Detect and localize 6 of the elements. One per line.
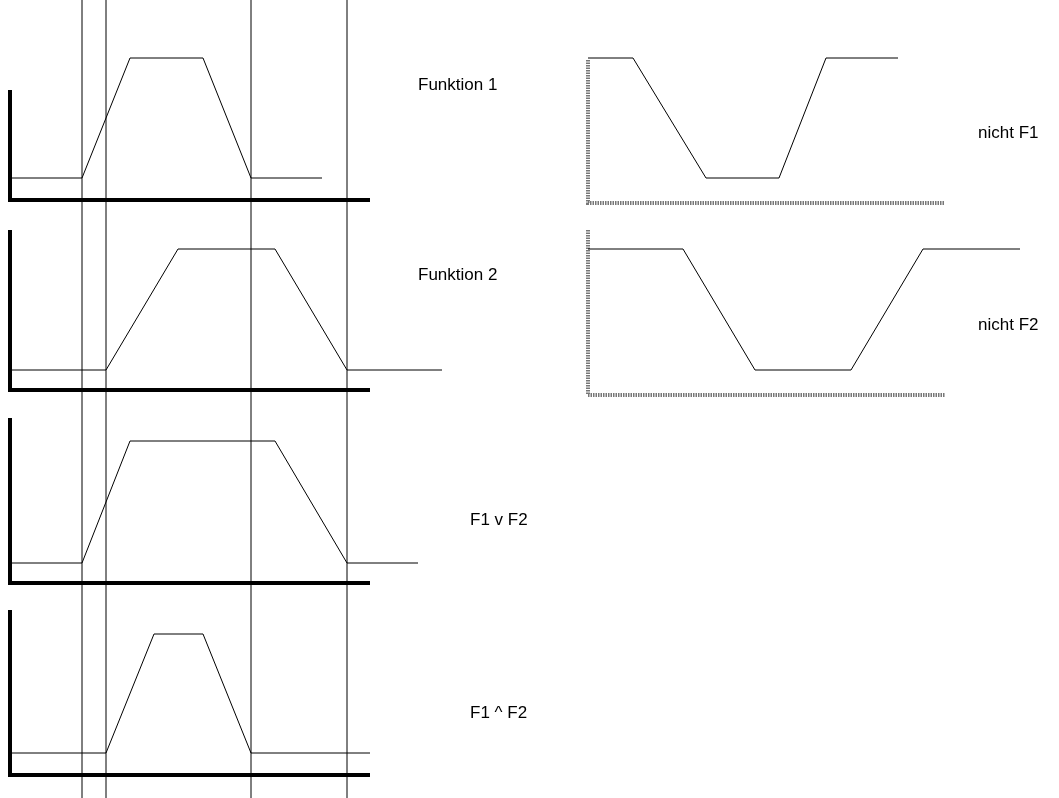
plot-label: Funktion 1 [418, 75, 498, 95]
plot-label: Funktion 2 [418, 265, 498, 285]
plot-label: nicht F1 [978, 123, 1039, 143]
plot-label: F1 v F2 [470, 510, 528, 530]
plot-label: F1 ^ F2 [470, 703, 528, 723]
plot-label: nicht F2 [978, 315, 1039, 335]
